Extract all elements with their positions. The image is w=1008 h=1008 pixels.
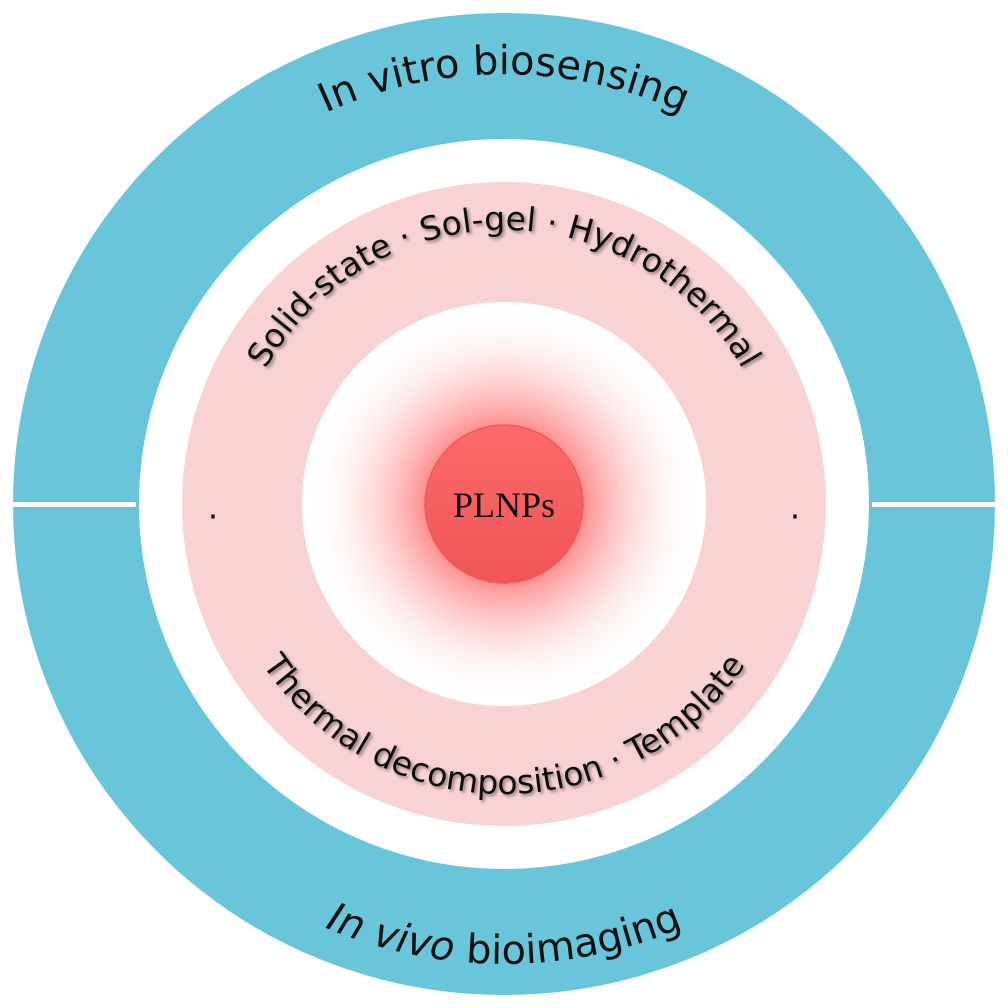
separator-dot-right: · <box>790 497 801 536</box>
ring-divider-left <box>10 502 136 507</box>
synthesis-method-ring <box>182 182 826 826</box>
core-label: PLNPs <box>453 485 555 525</box>
outer-application-ring <box>10 13 998 995</box>
plnps-core <box>424 424 584 584</box>
ring-divider-right <box>872 502 998 507</box>
separator-dot-left: · <box>208 497 219 536</box>
